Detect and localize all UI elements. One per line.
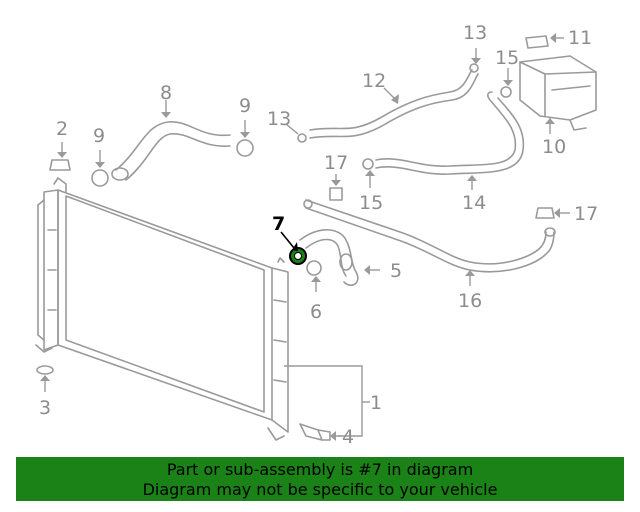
callout-11: 11 (568, 27, 592, 49)
part-16-pipe (303, 199, 556, 286)
part-14-hose (375, 91, 525, 190)
callout-1: 1 (370, 392, 382, 414)
banner-line-1: Part or sub-assembly is #7 in diagram (166, 460, 474, 479)
part-12-hose (309, 69, 479, 139)
part-10-reservoir (519, 55, 597, 134)
callout-9-left: 9 (93, 125, 105, 147)
part-9-clamp-right (236, 120, 254, 157)
part-13-connector-right (469, 48, 481, 73)
part-4-sensor (299, 423, 342, 441)
callout-12: 12 (362, 70, 386, 92)
part-7-clamp-highlighted[interactable] (280, 231, 307, 265)
callout-2: 2 (56, 118, 68, 140)
callout-7: 7 (272, 213, 285, 235)
callout-3: 3 (39, 397, 51, 419)
part-1-leader (284, 365, 370, 437)
part-11-cap (525, 33, 564, 49)
part-15-clamp-mid (362, 158, 375, 188)
part-15-clamp-top (500, 68, 513, 98)
callout-13-left: 13 (267, 108, 291, 130)
callout-6: 6 (310, 301, 322, 323)
callout-5: 5 (390, 260, 402, 282)
part-17-bushing-right (535, 207, 570, 219)
part-3-bushing (36, 365, 54, 392)
part-17-bushing-mid (329, 174, 343, 201)
callout-15-top: 15 (495, 47, 519, 69)
banner-line-2: Diagram may not be specific to your vehi… (142, 480, 498, 499)
part-9-clamp-left (91, 150, 109, 187)
part-8-upper-hose (111, 100, 231, 181)
callout-10: 10 (542, 136, 566, 158)
callout-17-mid: 17 (324, 152, 348, 174)
callout-17-right: 17 (574, 203, 598, 225)
callout-8: 8 (160, 82, 172, 104)
callout-14: 14 (462, 192, 486, 214)
part-13-connector-left (285, 123, 307, 143)
parts-diagram: 1 2 3 4 5 6 7 8 9 9 10 11 12 13 13 14 15… (35, 22, 598, 448)
callout-15-mid: 15 (359, 192, 383, 214)
info-banner: Part or sub-assembly is #7 in diagram Di… (16, 457, 624, 501)
part-5-lower-hose (299, 229, 380, 287)
callout-13-right: 13 (463, 22, 487, 44)
callout-16: 16 (458, 290, 482, 312)
radiator (35, 177, 289, 441)
callout-4: 4 (342, 426, 354, 448)
part-6-clamp (306, 260, 322, 292)
part-2-cap (49, 142, 71, 171)
callout-9-right: 9 (239, 95, 251, 117)
